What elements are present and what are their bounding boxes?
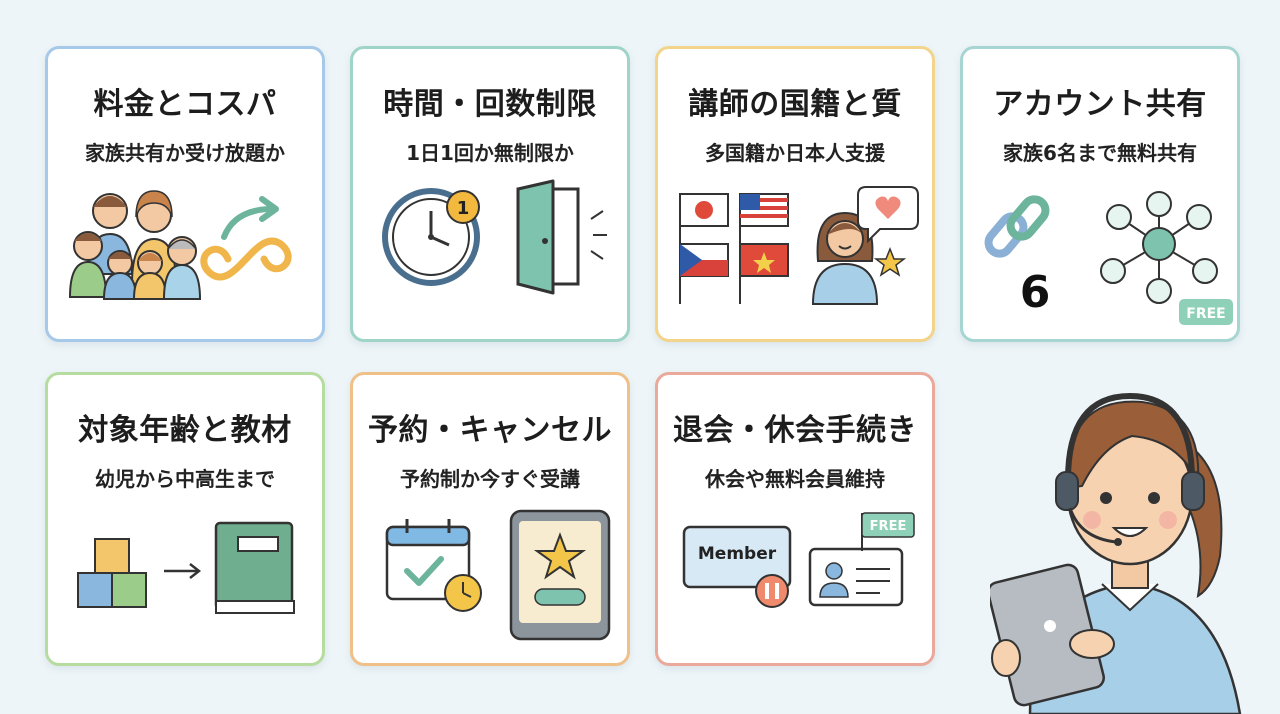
card-title: 退会・休会手続き (673, 413, 917, 448)
infinity-arrow-icon (200, 196, 292, 281)
tablet-icon (990, 563, 1115, 707)
textbook-icon (214, 521, 295, 614)
clock-badge: 1 (457, 198, 470, 219)
chain-link-icon (984, 195, 1050, 258)
card-subtitle: 1日1回か無制限か (406, 141, 574, 165)
card-title: 予約・キャンセル (368, 413, 612, 448)
heart-bubble-icon (857, 186, 919, 277)
card-illustration (77, 521, 295, 614)
operator-illustration (990, 392, 1242, 714)
blocks-icon (77, 538, 147, 608)
card-illustration (385, 509, 611, 641)
card-pricing: 料金とコスパ 家族共有か受け放題か (45, 46, 325, 342)
member-card-icon: Member (682, 525, 792, 608)
card-title: 料金とコスパ (93, 87, 277, 122)
card-subtitle: 多国籍か日本人支援 (705, 141, 885, 165)
free-tag: FREE (1179, 299, 1233, 325)
card-title: 対象年齢と教材 (78, 413, 292, 448)
card-title: 時間・回数制限 (383, 87, 597, 122)
open-door-icon (516, 179, 607, 295)
card-instructor: 講師の国籍と質 多国籍か日本人支援 (655, 46, 935, 342)
clock-icon: 1 (382, 188, 480, 286)
card-age-material: 対象年齢と教材 幼児から中高生まで (45, 372, 325, 666)
card-account-share: アカウント共有 家族6名まで無料共有 6 FREE (960, 46, 1240, 342)
card-title: アカウント共有 (993, 87, 1207, 122)
tablet-star-icon (509, 509, 611, 641)
card-illustration (679, 186, 919, 305)
card-subtitle: 家族共有か受け放題か (85, 141, 285, 165)
member-label: Member (698, 544, 777, 564)
card-time-limit: 時間・回数制限 1日1回か無制限か 1 (350, 46, 630, 342)
calendar-check-icon (385, 519, 482, 612)
card-title: 講師の国籍と質 (688, 87, 902, 122)
card-subtitle: 予約制か今すぐ受講 (400, 467, 580, 491)
card-illustration: 6 FREE (984, 191, 1233, 325)
card-subtitle: 家族6名まで無料共有 (1003, 141, 1197, 165)
card-subtitle: 幼児から中高生まで (95, 467, 275, 491)
svg-text:FREE: FREE (1186, 306, 1225, 322)
arrow-icon (164, 563, 202, 579)
flags-icon (679, 193, 789, 304)
card-illustration (68, 190, 292, 300)
share-count: 6 (1020, 267, 1051, 318)
network-icon (1100, 191, 1218, 304)
id-card-icon: FREE (808, 512, 915, 607)
card-booking: 予約・キャンセル 予約制か今すぐ受講 (350, 372, 630, 666)
card-subtitle: 休会や無料会員維持 (705, 467, 885, 491)
card-withdrawal: 退会・休会手続き 休会や無料会員維持 Member FREE (655, 372, 935, 666)
family-icon (68, 190, 202, 300)
card-illustration: 1 (382, 179, 607, 295)
free-tag: FREE (870, 519, 907, 534)
card-illustration: Member FREE (682, 512, 915, 608)
